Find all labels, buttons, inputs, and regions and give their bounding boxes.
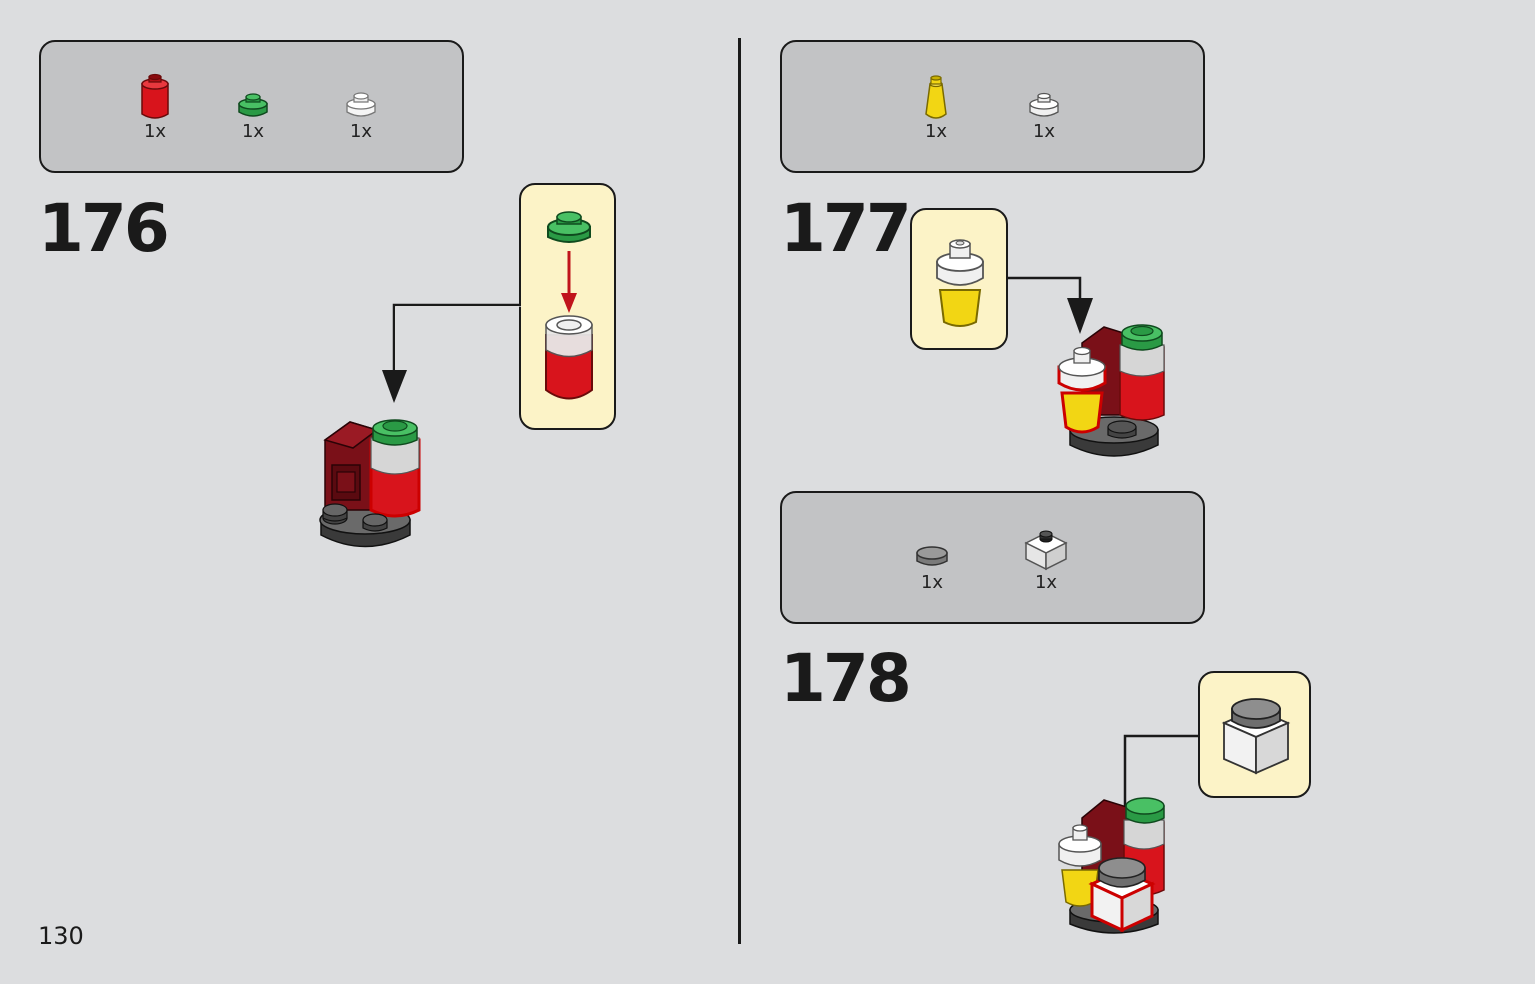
step-number-177: 177 (780, 190, 912, 267)
part-quantity: 1x (143, 121, 167, 142)
part-transparent-round-plate: 1x (331, 88, 391, 142)
part-yellow-cone: 1x (906, 72, 966, 142)
green-round-plate-icon (238, 93, 268, 117)
step-number-178: 178 (780, 640, 912, 717)
white-round-plate-icon (1029, 92, 1059, 117)
sub-assembly-callout-176 (519, 183, 616, 430)
part-grey-round-tile: 1x (902, 541, 962, 593)
part-quantity: 1x (349, 121, 373, 142)
parts-list-step-178: 1x 1x (780, 491, 1205, 624)
yellow-cone-icon (925, 75, 947, 119)
part-white-jumper-plate: 1x (1016, 523, 1076, 593)
model-step-178-icon (1058, 797, 1165, 934)
white-jumper-plate-icon (1024, 530, 1068, 571)
callout-pointer-177 (1007, 276, 1093, 334)
part-quantity: 1x (924, 121, 948, 142)
part-quantity: 1x (1032, 121, 1056, 142)
sub-assembly-callout-178 (1198, 671, 1311, 798)
parts-list-step-176: 1x 1x 1x (39, 40, 464, 173)
red-round-brick-icon (141, 73, 169, 119)
transparent-round-plate-icon (346, 92, 376, 117)
sub-assembly-callout-177 (910, 208, 1008, 350)
green-plate-on-red-brick-icon (545, 211, 593, 400)
part-white-round-plate: 1x (1014, 88, 1074, 142)
grey-tile-on-jumper-plate-icon (1221, 698, 1291, 775)
callout-pointer-176 (382, 303, 522, 403)
part-quantity: 1x (920, 572, 944, 593)
parts-list-step-177: 1x 1x (780, 40, 1205, 173)
page-number: 130 (38, 922, 84, 950)
page-divider (738, 38, 741, 944)
model-step-176-icon (319, 419, 421, 548)
part-red-round-brick: 1x (125, 72, 185, 142)
grey-round-tile-icon (916, 546, 948, 566)
part-quantity: 1x (1034, 572, 1058, 593)
model-step-177-icon (1057, 324, 1165, 457)
part-green-round-plate: 1x (223, 90, 283, 142)
part-quantity: 1x (241, 121, 265, 142)
white-plate-on-yellow-cone-icon (936, 239, 984, 327)
step-number-176: 176 (38, 190, 170, 267)
